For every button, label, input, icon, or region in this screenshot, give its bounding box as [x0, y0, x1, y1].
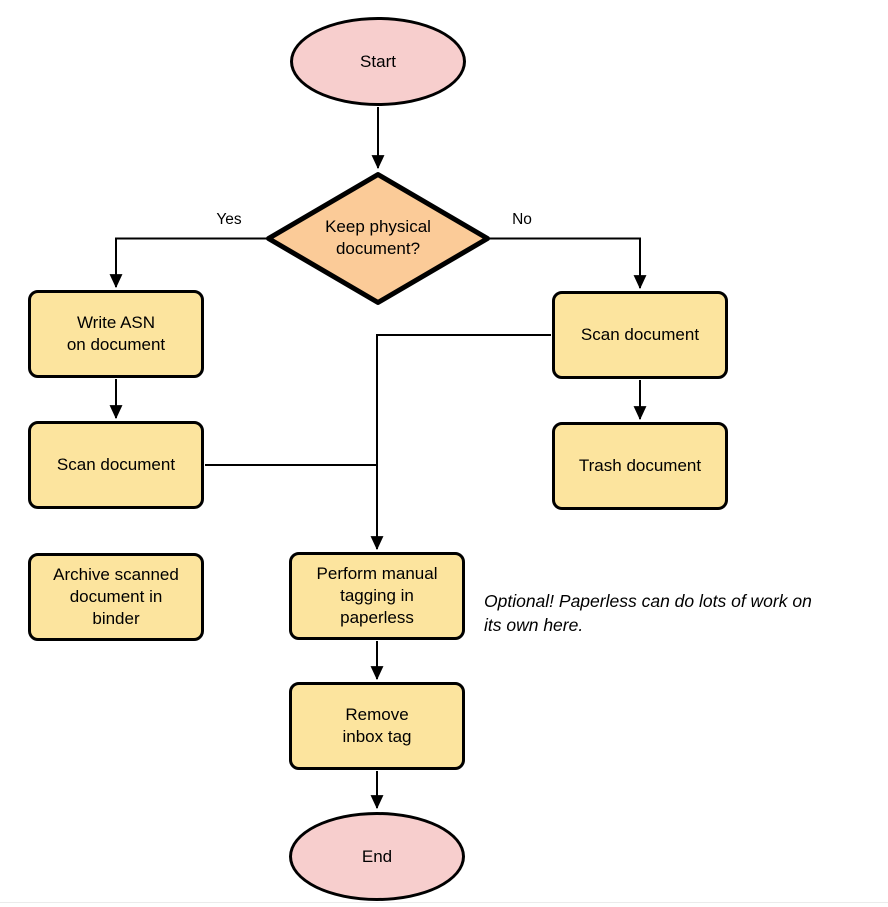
node-start: Start — [290, 17, 466, 106]
edge-decision-yes — [109, 237, 267, 289]
node-remove-inbox-tag: Remove inbox tag — [289, 682, 465, 770]
edge-label-no: No — [512, 211, 532, 228]
edge-decision-no — [489, 237, 647, 290]
optional-note: Optional! Paperless can do lots of work … — [484, 591, 812, 636]
node-scan-document-left: Scan document — [28, 421, 204, 509]
node-archive-binder: Archive scanned document in binder — [28, 553, 204, 641]
edge-scanright-to-tagging — [370, 334, 551, 551]
page-bottom-divider — [0, 902, 888, 903]
node-end: End — [289, 812, 465, 901]
decision-node-shape — [266, 172, 490, 305]
edge-label-yes: Yes — [216, 211, 242, 228]
node-manual-tagging: Perform manual tagging in paperless — [289, 552, 465, 640]
node-decision-label: Keep physical document? — [325, 217, 431, 258]
node-trash-document: Trash document — [552, 422, 728, 510]
node-scan-document-right: Scan document — [552, 291, 728, 379]
node-write-asn: Write ASN on document — [28, 290, 204, 378]
